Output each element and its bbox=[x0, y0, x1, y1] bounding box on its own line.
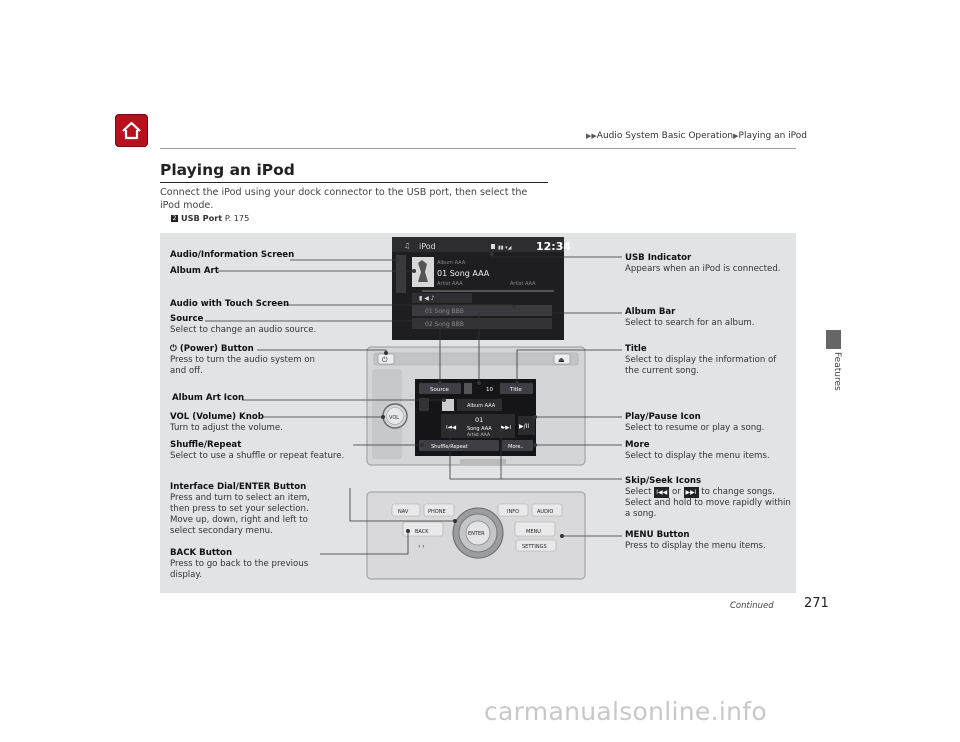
svg-text:NAV: NAV bbox=[398, 509, 409, 515]
audio-information-screen: ♫ iPod ▮▮ ▾◢ 12:34 Album AAA 01 Song AAA… bbox=[392, 237, 571, 340]
svg-text:BACK: BACK bbox=[415, 529, 429, 535]
svg-text:ENTER: ENTER bbox=[468, 531, 485, 537]
breadcrumb-arrow-icon: ▶▶ bbox=[586, 132, 597, 140]
svg-text:02 Song BBB: 02 Song BBB bbox=[425, 321, 464, 328]
svg-text:INFO: INFO bbox=[507, 509, 519, 515]
svg-text:VOL: VOL bbox=[389, 415, 399, 421]
home-button[interactable] bbox=[115, 114, 148, 147]
skip-back-icon: I◀◀ bbox=[654, 487, 670, 498]
svg-text:⏻: ⏻ bbox=[382, 356, 388, 364]
home-icon bbox=[122, 121, 141, 140]
svg-text:Artist AAA: Artist AAA bbox=[467, 432, 491, 438]
svg-text:Album AAA: Album AAA bbox=[437, 260, 466, 266]
svg-text:Song AAA: Song AAA bbox=[467, 426, 492, 432]
breadcrumb: ▶▶Audio System Basic Operation▶Playing a… bbox=[586, 131, 807, 141]
page-title: Playing an iPod bbox=[160, 161, 295, 179]
head-unit: ⏻ ⏏ VOL Source 10 Title Album AAA I◀◀ ▶▶… bbox=[366, 346, 586, 466]
interface-dial-panel: NAV PHONE INFO AUDIO BACK MENU SETTINGS … bbox=[366, 491, 586, 580]
breadcrumb-item[interactable]: Audio System Basic Operation bbox=[596, 131, 734, 141]
intro-text: Connect the iPod using your dock connect… bbox=[160, 187, 528, 211]
section-tab-marker bbox=[826, 330, 841, 349]
callout-audio-info-screen: Audio/Information Screen bbox=[170, 250, 295, 260]
header-divider bbox=[160, 148, 796, 149]
svg-text:▮▮ ▾◢: ▮▮ ▾◢ bbox=[498, 245, 512, 251]
svg-text:iPod: iPod bbox=[419, 242, 436, 251]
svg-text:10: 10 bbox=[486, 387, 493, 393]
svg-text:Shuffle/Repeat: Shuffle/Repeat bbox=[431, 444, 468, 450]
svg-text:SETTINGS: SETTINGS bbox=[522, 544, 547, 550]
callout-album-art: Album Art bbox=[170, 266, 219, 276]
svg-text:‹ ›: ‹ › bbox=[418, 543, 425, 550]
svg-text:♫: ♫ bbox=[404, 242, 410, 250]
section-tab-label[interactable]: Features bbox=[832, 352, 842, 391]
svg-text:01 Song AAA: 01 Song AAA bbox=[437, 269, 490, 278]
svg-text:Artist AAA: Artist AAA bbox=[437, 281, 463, 287]
svg-text:01: 01 bbox=[475, 416, 483, 424]
svg-text:Source: Source bbox=[430, 387, 450, 393]
svg-text:⏏: ⏏ bbox=[558, 356, 565, 364]
svg-text:12:34: 12:34 bbox=[536, 240, 571, 253]
svg-text:Album AAA: Album AAA bbox=[467, 403, 496, 409]
svg-text:Artist AAA: Artist AAA bbox=[510, 281, 536, 287]
svg-text:MENU: MENU bbox=[526, 529, 541, 535]
svg-text:▮ ◀ ♪: ▮ ◀ ♪ bbox=[419, 295, 435, 302]
audio-unit-illustration: ♫ iPod ▮▮ ▾◢ 12:34 Album AAA 01 Song AAA… bbox=[205, 237, 622, 580]
svg-text:01 Song BBB: 01 Song BBB bbox=[425, 308, 464, 315]
svg-text:▶/II: ▶/II bbox=[519, 423, 529, 430]
reference-icon: 2 bbox=[171, 215, 178, 222]
page-number: 271 bbox=[804, 596, 829, 611]
svg-text:PHONE: PHONE bbox=[428, 509, 446, 515]
breadcrumb-arrow-icon: ▶ bbox=[733, 132, 739, 140]
svg-text:More..: More.. bbox=[508, 444, 524, 450]
svg-text:I◀◀: I◀◀ bbox=[446, 425, 457, 431]
callout-audio-touch-screen: Audio with Touch Screen bbox=[170, 299, 290, 309]
skip-forward-icon: ▶▶I bbox=[683, 487, 699, 498]
watermark: carmanualsonline.info bbox=[484, 697, 767, 726]
svg-text:AUDIO: AUDIO bbox=[537, 509, 553, 515]
continued-label: Continued bbox=[730, 601, 774, 611]
breadcrumb-item[interactable]: Playing an iPod bbox=[738, 131, 807, 141]
svg-text:▶▶I: ▶▶I bbox=[501, 425, 511, 431]
power-icon: ⏻ bbox=[170, 344, 177, 354]
callout-album-art-icon: Album Art Icon bbox=[172, 393, 245, 403]
title-underline bbox=[160, 182, 548, 183]
xref-page: P. 175 bbox=[224, 213, 250, 223]
svg-text:Title: Title bbox=[509, 387, 522, 393]
